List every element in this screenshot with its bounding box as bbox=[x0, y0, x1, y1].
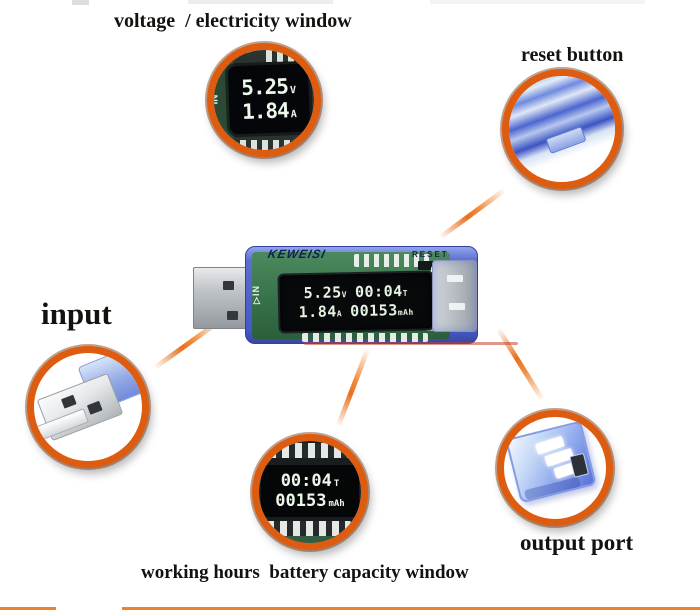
usb-plug-hole bbox=[86, 400, 103, 415]
output-port-label: output port bbox=[520, 530, 634, 555]
solder-pads bbox=[266, 50, 308, 62]
usb-plug-hole bbox=[60, 394, 77, 409]
solder-pads bbox=[302, 333, 428, 342]
top-edge-remnant bbox=[188, 0, 333, 4]
in-silkscreen-text: ▷IN bbox=[250, 285, 261, 304]
bottom-rule-segment bbox=[122, 607, 700, 610]
reset-button-callout bbox=[502, 69, 622, 189]
case-reflection bbox=[304, 342, 518, 345]
input-plug-callout bbox=[27, 346, 149, 468]
solder-pads bbox=[240, 140, 294, 150]
reset-silkscreen-text: RESET bbox=[412, 250, 449, 259]
top-edge-remnant bbox=[72, 0, 89, 5]
reset-switch bbox=[418, 261, 435, 270]
usb-contact-slot bbox=[449, 303, 465, 310]
top-edge-remnant bbox=[430, 0, 645, 4]
usb-output-closeup bbox=[505, 420, 597, 504]
working-hours-label: working hours battery capacity window bbox=[141, 562, 469, 583]
bottom-rule-segment bbox=[0, 607, 56, 610]
voltage-window-label: voltage / electricity window bbox=[114, 10, 352, 32]
usb-contact-slot bbox=[447, 275, 463, 282]
solder-pads bbox=[267, 521, 351, 536]
usb-input-plug bbox=[193, 267, 253, 329]
usb-output-port bbox=[432, 260, 477, 332]
usb-plug-hole bbox=[227, 311, 238, 320]
solder-pads bbox=[354, 254, 434, 267]
leader-line-output bbox=[495, 327, 546, 402]
case-closeup bbox=[509, 76, 615, 182]
pcb-edge bbox=[277, 536, 341, 543]
input-label: input bbox=[41, 296, 112, 331]
leader-line-hours bbox=[335, 347, 371, 428]
solder-pads bbox=[269, 443, 351, 458]
usb-plug-hole bbox=[223, 281, 234, 290]
in-marking: IN bbox=[209, 94, 221, 105]
brand-text: KEWEISI bbox=[266, 247, 328, 261]
output-port-callout bbox=[497, 410, 613, 526]
reset-button-label: reset button bbox=[521, 44, 624, 66]
leader-line-reset bbox=[438, 187, 507, 240]
case-facet bbox=[524, 476, 581, 501]
